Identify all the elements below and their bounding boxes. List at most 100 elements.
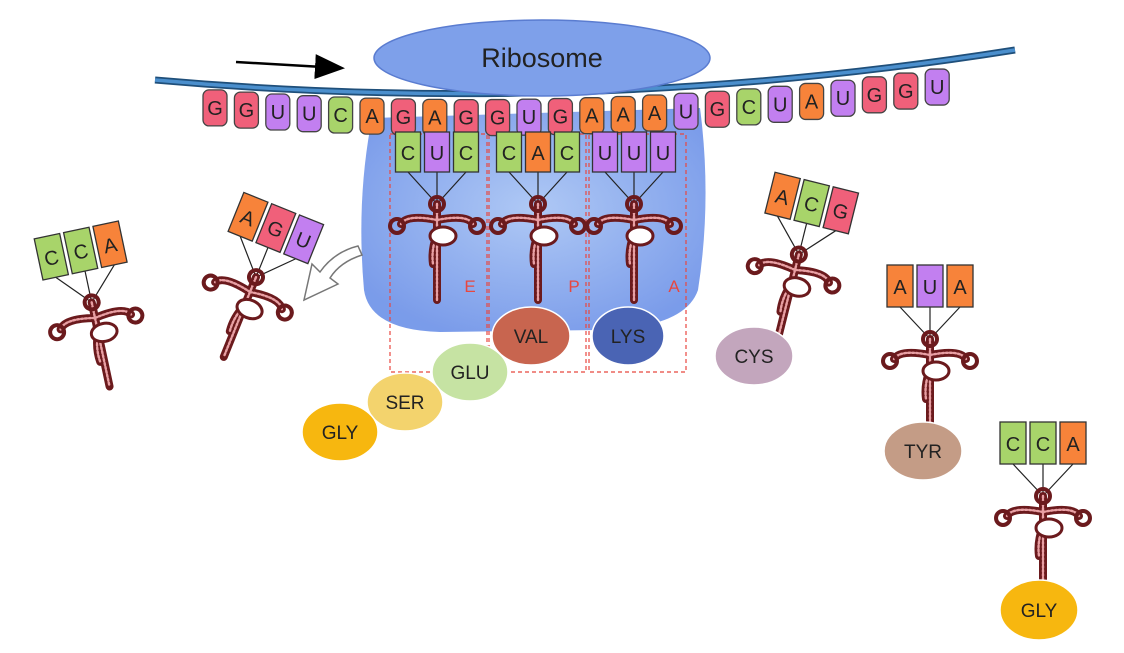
mrna-base-letter: G xyxy=(710,99,726,121)
mrna-base: G xyxy=(861,76,888,114)
mrna-base: G xyxy=(202,89,228,127)
anticodon-base: U xyxy=(620,131,648,173)
mrna-base: U xyxy=(767,85,793,123)
anticodon-letter: U xyxy=(598,143,612,165)
anticodon-base: A xyxy=(946,264,974,308)
anticodon-letter: C xyxy=(72,240,91,265)
mrna-base-letter: U xyxy=(836,88,850,110)
mrna-base-letter: G xyxy=(396,107,412,129)
chain-amino-acid-label: GLY xyxy=(322,423,359,444)
amino-acid: CYS xyxy=(714,326,794,386)
anticodon-letter: U xyxy=(923,277,937,299)
anticodon-letter: C xyxy=(459,143,473,165)
mrna-base-letter: A xyxy=(365,106,379,128)
anticodon-letter: C xyxy=(401,143,415,165)
mrna-base: G xyxy=(893,72,919,110)
mrna-base: C xyxy=(736,88,762,126)
anticodon-base: A xyxy=(1059,421,1087,465)
exit-arrow-icon xyxy=(302,245,364,302)
anticodon-base: U xyxy=(916,264,944,308)
mrna-base-letter: U xyxy=(930,77,944,99)
mrna-base: G xyxy=(547,97,574,136)
anticodon-base: G xyxy=(255,202,297,254)
amino-acid-label: VAL xyxy=(514,327,549,348)
anticodon-letter: C xyxy=(42,246,61,271)
site-label: P xyxy=(568,277,579,296)
mrna-base-letter: U xyxy=(679,101,693,123)
mrna-base: G xyxy=(704,90,731,128)
mrna-base: U xyxy=(673,92,699,130)
chain-amino-acid-label: SER xyxy=(385,393,424,414)
ribosome-label: Ribosome xyxy=(481,43,603,73)
anticodon-letter: C xyxy=(502,143,516,165)
anticodon-letter: G xyxy=(264,217,287,243)
anticodon-letter: A xyxy=(773,185,792,210)
mrna-base-letter: C xyxy=(742,97,756,119)
anticodon-base: U xyxy=(591,131,619,173)
anticodon-letter: G xyxy=(830,200,850,225)
anticodon-base: C xyxy=(394,131,422,173)
amino-acid: VAL xyxy=(491,306,571,366)
anticodon-base: U xyxy=(423,131,451,173)
anticodon-base: U xyxy=(649,131,677,173)
chain-amino-acid: SER xyxy=(366,372,444,432)
anticodon-letter: U xyxy=(627,143,641,165)
mrna-base: A xyxy=(422,98,448,137)
mrna-base-letter: A xyxy=(617,104,631,126)
mrna-base-letter: A xyxy=(648,103,662,125)
anticodon-base: G xyxy=(822,185,860,235)
mrna-base: C xyxy=(327,96,354,134)
anticodon-letter: A xyxy=(893,277,907,299)
mrna-base-letter: G xyxy=(458,108,474,130)
direction-arrow xyxy=(235,54,345,80)
amino-acid-label: CYS xyxy=(734,347,773,368)
site-label: A xyxy=(668,277,680,296)
anticodon-base: C xyxy=(452,131,480,173)
anticodon-base: C xyxy=(1029,421,1057,465)
mrna-base-letter: A xyxy=(585,106,599,128)
anticodon-letter: A xyxy=(1066,434,1080,456)
mrna-base: U xyxy=(296,95,322,133)
mrna-base-letter: U xyxy=(773,94,787,116)
amino-acid: LYS xyxy=(591,306,665,366)
mrna-base: G xyxy=(453,98,479,137)
anticodon-base: A xyxy=(524,131,552,173)
mrna-base: A xyxy=(641,94,668,132)
mrna-base: U xyxy=(516,98,542,136)
anticodon-letter: C xyxy=(1006,434,1020,456)
mrna-base-letter: A xyxy=(805,91,819,113)
mrna-base-letter: A xyxy=(428,107,442,129)
site-label: E xyxy=(464,277,475,296)
mrna-base-letter: C xyxy=(333,105,347,127)
mrna-base-letter: U xyxy=(522,107,536,129)
anticodon-base: A xyxy=(92,220,128,269)
mrna-base-letter: G xyxy=(867,85,883,107)
mrna-base-letter: G xyxy=(898,81,914,103)
anticodon-base: C xyxy=(495,131,523,173)
anticodon-letter: C xyxy=(1036,434,1050,456)
anticodon-base: U xyxy=(282,214,325,265)
mrna-base-letter: G xyxy=(553,107,569,129)
anticodon-base: C xyxy=(33,232,70,281)
anticodon-letter: A xyxy=(531,143,545,165)
mrna-base: G xyxy=(484,98,511,137)
chain-amino-acid: GLY xyxy=(301,402,379,462)
amino-acid-label: LYS xyxy=(611,327,646,348)
mrna-base-letter: U xyxy=(271,102,285,124)
mrna-base-letter: G xyxy=(239,100,255,122)
amino-acid: GLY xyxy=(999,579,1079,641)
anticodon-letter: C xyxy=(560,143,574,165)
anticodon-letter: A xyxy=(102,234,120,258)
mrna-base: U xyxy=(924,68,950,106)
anticodon-base: C xyxy=(62,226,99,275)
mrna-base: A xyxy=(610,95,636,134)
